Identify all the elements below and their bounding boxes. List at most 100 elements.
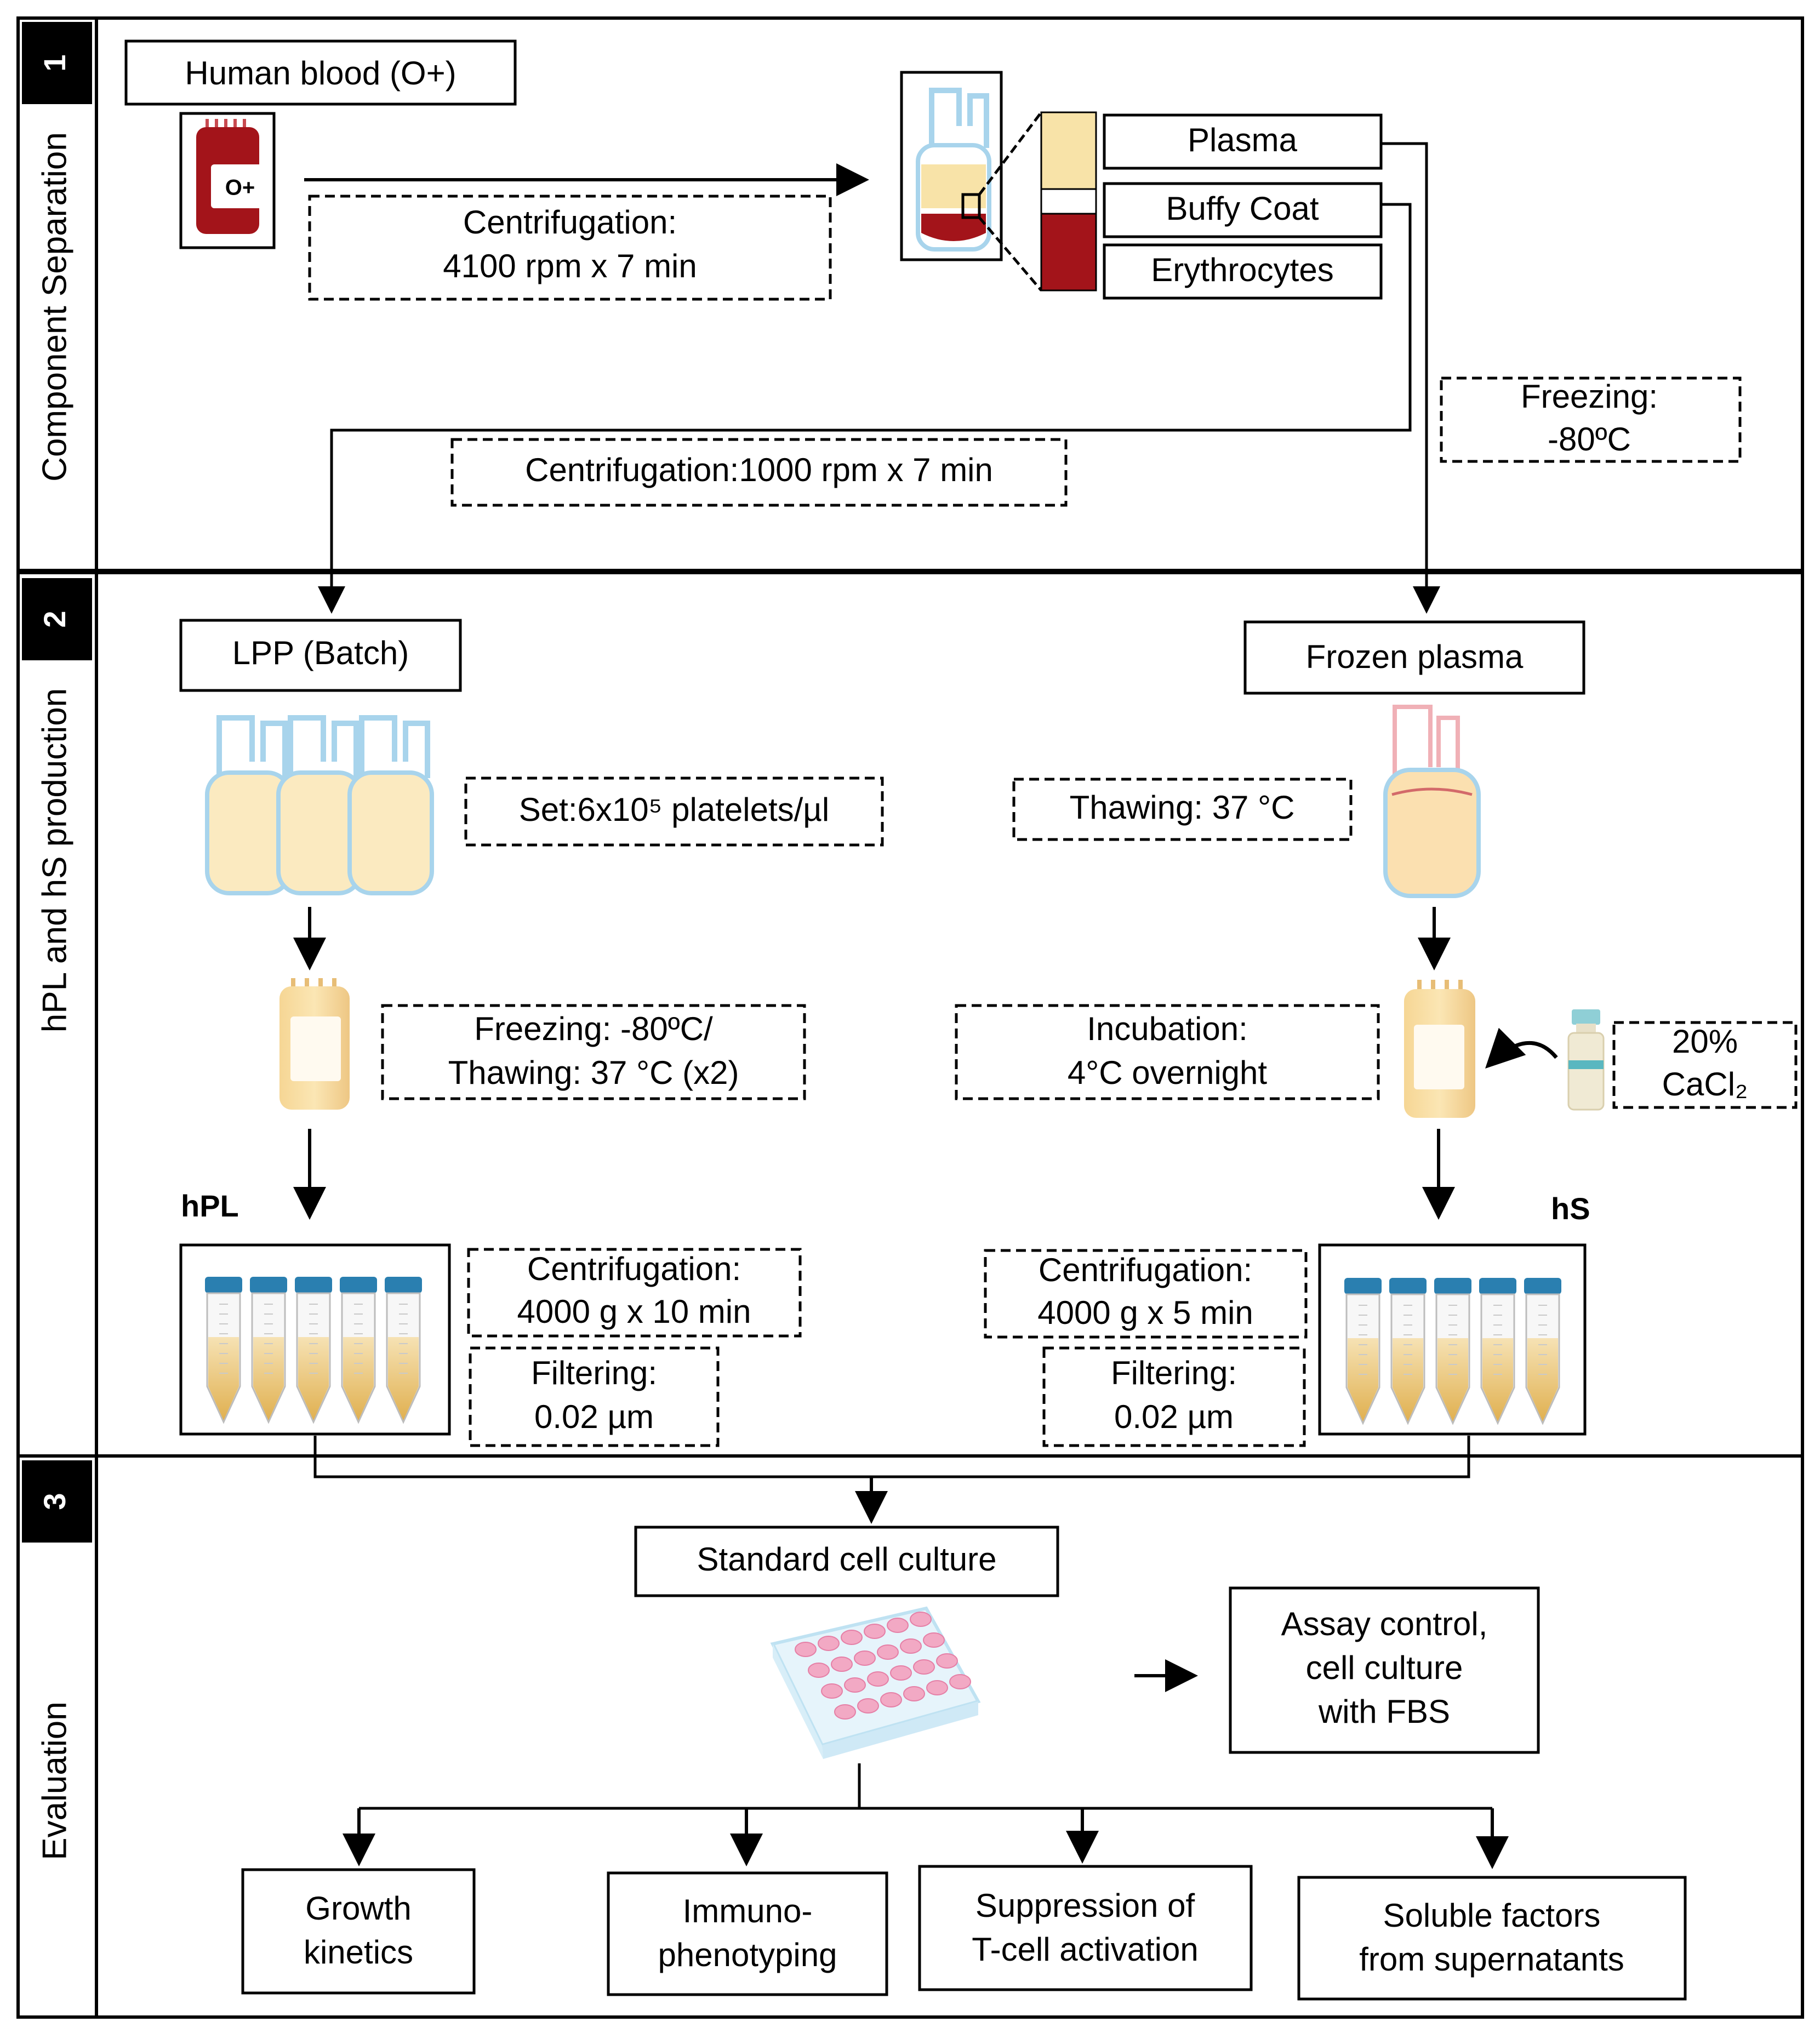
- plate-well: [857, 1698, 879, 1714]
- section-3-label: Evaluation: [36, 1701, 73, 1860]
- plate-well: [877, 1644, 899, 1660]
- plate-well: [887, 1618, 909, 1633]
- suppression-line2: T-cell activation: [972, 1931, 1199, 1968]
- growth-kinetics-box: Growth kinetics: [241, 1868, 476, 1995]
- standard-culture-label: Standard cell culture: [697, 1541, 997, 1578]
- plate-well: [949, 1674, 971, 1689]
- human-blood-label-box: Human blood (O+): [124, 39, 517, 106]
- set-platelets-label: Set:6x10⁵ platelets/µl: [519, 791, 829, 828]
- frozen-plasma-box: Frozen plasma: [1243, 620, 1585, 695]
- plate-well: [844, 1677, 866, 1693]
- soluble-factors-line1: Soluble factors: [1383, 1897, 1601, 1934]
- set-platelets-box: Set:6x10⁵ platelets/µl: [464, 776, 884, 847]
- assay-control-line1: Assay control,: [1281, 1606, 1488, 1642]
- cacl2-line1: 20%: [1672, 1023, 1738, 1060]
- hpl-centrifugation-box: Centrifugation: 4000 g x 10 min: [467, 1248, 802, 1338]
- plate-well: [821, 1683, 843, 1699]
- hpl-filtering-line1: Filtering:: [531, 1355, 657, 1391]
- zoom-line-top: [978, 111, 1042, 196]
- centrifugation-1-box: Centrifugation: 4100 rpm x 7 min: [308, 195, 832, 301]
- frozen-plasma-bag-icon: [1383, 705, 1481, 898]
- lpp-batch-box: LPP (Batch): [179, 619, 462, 692]
- erythrocytes-label: Erythrocytes: [1151, 252, 1333, 288]
- conical-tube-icon: [1389, 1278, 1427, 1425]
- section-3-number: 3: [37, 1493, 72, 1510]
- bag-mark: O+: [225, 176, 255, 200]
- growth-kinetics-line2: kinetics: [304, 1934, 413, 1971]
- section-2-sidebar: 2 hPL and hS production: [22, 578, 92, 1032]
- hpl-filtering-box: Filtering: 0.02 µm: [469, 1346, 720, 1447]
- incubation-box: Incubation: 4°C overnight: [955, 1004, 1380, 1100]
- centrifugation-1-line1: Centrifugation:: [463, 204, 677, 241]
- conical-tube-icon: [250, 1277, 287, 1424]
- plate-well: [818, 1636, 840, 1651]
- plate-well: [867, 1671, 889, 1687]
- plate-well: [841, 1630, 863, 1645]
- lpp-batch-label: LPP (Batch): [232, 635, 409, 671]
- conical-tube-icon: [340, 1277, 377, 1424]
- plasma-box: Plasma: [1103, 113, 1383, 170]
- plate-well: [831, 1657, 853, 1672]
- plate-well: [808, 1663, 830, 1678]
- culture-plate-icon: [770, 1606, 981, 1759]
- thawing-box: Thawing: 37 °C: [1012, 778, 1353, 841]
- section-1-sidebar: 1 Component Separation: [22, 22, 92, 482]
- plate-well: [903, 1686, 925, 1701]
- blood-bag-icon: O+: [179, 112, 276, 249]
- frozen-plasma-label: Frozen plasma: [1306, 638, 1524, 675]
- conical-tube-icon: [1434, 1278, 1471, 1425]
- conical-tube-icon: [1479, 1278, 1516, 1425]
- component-tube-icon: [1040, 111, 1097, 292]
- incubation-line1: Incubation:: [1087, 1010, 1248, 1047]
- erythrocytes-box: Erythrocytes: [1103, 243, 1383, 300]
- hs-clotting-bag-icon: [1404, 980, 1475, 1118]
- section-2-number: 2: [37, 610, 72, 627]
- plate-well: [936, 1653, 958, 1669]
- hs-filtering-box: Filtering: 0.02 µm: [1042, 1346, 1306, 1447]
- human-blood-label: Human blood (O+): [185, 55, 456, 92]
- plate-well: [890, 1665, 912, 1681]
- zoom-line-bottom: [978, 216, 1042, 292]
- centrifugation-2-label: Centrifugation:1000 rpm x 7 min: [525, 452, 993, 488]
- section-2-label: hPL and hS production: [36, 688, 73, 1033]
- suppression-box: Suppression of T-cell activation: [918, 1865, 1253, 1991]
- plate-well: [864, 1624, 886, 1639]
- buffy-coat-box: Buffy Coat: [1103, 182, 1383, 238]
- section-1-label: Component Separation: [36, 132, 73, 482]
- section-1-number: 1: [37, 54, 72, 71]
- plate-well: [913, 1659, 935, 1675]
- incubation-line2: 4°C overnight: [1068, 1054, 1268, 1091]
- arrow-cacl2: [1485, 1027, 1558, 1069]
- plate-well: [900, 1638, 922, 1654]
- hpl-filtering-line2: 0.02 µm: [534, 1398, 654, 1435]
- freezing-box: Freezing: -80ºC: [1440, 376, 1742, 463]
- freezing-line2: -80ºC: [1548, 421, 1631, 458]
- conical-tube-icon: [385, 1277, 422, 1424]
- frame: [16, 16, 1804, 2019]
- assay-control-box: Assay control, cell culture with FBS: [1229, 1586, 1540, 1754]
- cacl2-box: 20% CaCl₂: [1612, 1021, 1798, 1109]
- hpl-tubes-icon: [205, 1277, 422, 1424]
- hpl-centrifugation-line2: 4000 g x 10 min: [517, 1293, 751, 1330]
- cacl2-vial-icon: [1567, 1009, 1605, 1111]
- plate-well: [854, 1650, 876, 1666]
- conical-tube-icon: [1344, 1278, 1382, 1425]
- immunophenotyping-line2: phenotyping: [658, 1937, 837, 1973]
- buffy-coat-label: Buffy Coat: [1166, 190, 1319, 227]
- plate-well: [923, 1632, 945, 1648]
- thawing-label: Thawing: 37 °C: [1070, 789, 1295, 826]
- hpl-centrifugation-line1: Centrifugation:: [527, 1250, 741, 1287]
- hpl-label: hPL: [181, 1189, 239, 1223]
- assay-control-line2: cell culture: [1306, 1649, 1463, 1686]
- suppression-line1: Suppression of: [975, 1887, 1195, 1924]
- hs-label: hS: [1551, 1191, 1590, 1226]
- plate-well: [795, 1642, 817, 1657]
- separated-bag-icon: [900, 71, 1003, 261]
- plate-well: [880, 1692, 902, 1707]
- hs-tubes-icon: [1344, 1278, 1561, 1425]
- assay-control-line3: with FBS: [1318, 1693, 1450, 1730]
- freeze-thaw-line2: Thawing: 37 °C (x2): [448, 1054, 739, 1091]
- freeze-thaw-box: Freezing: -80ºC/ Thawing: 37 °C (x2): [381, 1004, 806, 1100]
- merge-connector: [313, 1436, 1470, 1478]
